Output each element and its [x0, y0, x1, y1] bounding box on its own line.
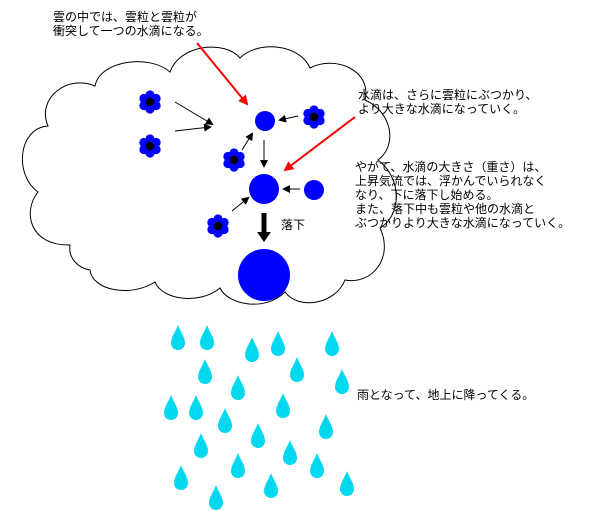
collision-label: 雲の中では、雲粒と雲粒が 衝突して一つの水滴になる。	[53, 10, 209, 38]
water-droplet-circle-icon	[238, 111, 324, 301]
fall-label: 落下	[281, 218, 306, 232]
rain-label: 雨となって、地上に降ってくる。	[357, 388, 535, 402]
fall-explanation-label: やがて、水滴の大きさ（重さ）は、 上昇気流では、浮かんでいられなく なり、下に落…	[355, 160, 571, 230]
raindrop-icon	[164, 325, 354, 510]
pointer-arrows	[196, 42, 356, 172]
motion-arrows	[174, 101, 300, 212]
growth-label: 水滴は、さらに雲粒にぶつかり、 より大きな水滴になっていく。	[358, 88, 538, 116]
cloud-outline-icon	[21, 46, 397, 305]
